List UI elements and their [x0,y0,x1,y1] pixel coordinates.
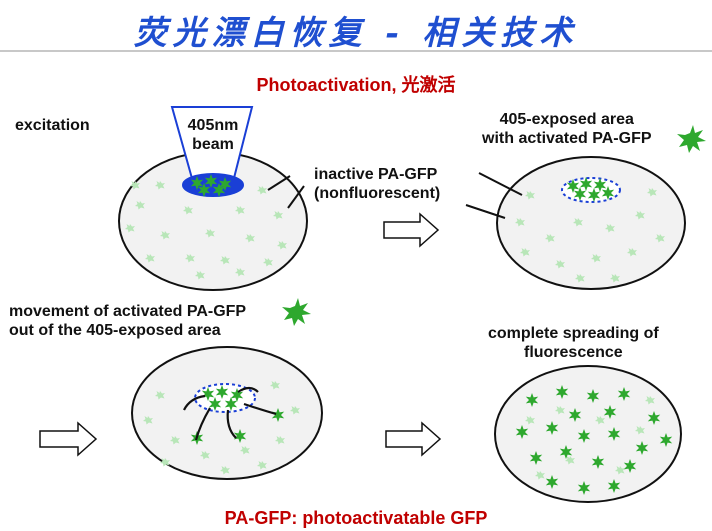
label-complete: complete spreading of fluorescence [488,324,659,362]
label-exposed-line2: with activated PA-GFP [482,130,652,147]
label-beam-line2: beam [192,136,234,153]
label-movement-line1: movement of activated PA-GFP [9,303,247,320]
movement-cell [131,346,323,480]
exposed-spot [182,173,244,197]
slide-title: 荧光漂白恢复 - 相关技术 [133,13,579,52]
label-complete-line1: complete spreading of [488,325,659,342]
label-beam: 405nm beam [182,116,244,154]
label-movement-line2: out of the 405-exposed area [9,322,221,339]
arrow-2 [39,421,98,457]
label-excitation: excitation [15,117,90,134]
movement-trails [183,386,277,441]
excitation-cell [118,106,308,291]
label-inactive-line1: inactive PA-GFP [314,166,438,183]
burst-icon [282,298,311,326]
activated-gfp-icons [282,125,706,326]
spread-cell [494,365,682,503]
arrow-1 [383,212,440,248]
arrow-3 [385,421,442,457]
burst-icon [677,125,706,153]
slide-footer: PA-GFP: photoactivatable GFP [224,508,488,528]
label-inactive-line2: (nonfluorescent) [314,185,441,202]
label-complete-line2: fluorescence [523,344,623,361]
label-beam-line1: 405nm [187,117,239,134]
label-exposed: 405-exposed area with activated PA-GFP [482,110,652,148]
label-inactive: inactive PA-GFP (nonfluorescent) [314,165,440,203]
activated-cell [465,156,686,290]
slide-subtitle: Photoactivation, 光激活 [256,75,456,95]
label-exposed-line1: 405-exposed area [499,111,634,128]
title-divider [0,50,712,52]
label-movement: movement of activated PA-GFP out of the … [9,302,246,340]
